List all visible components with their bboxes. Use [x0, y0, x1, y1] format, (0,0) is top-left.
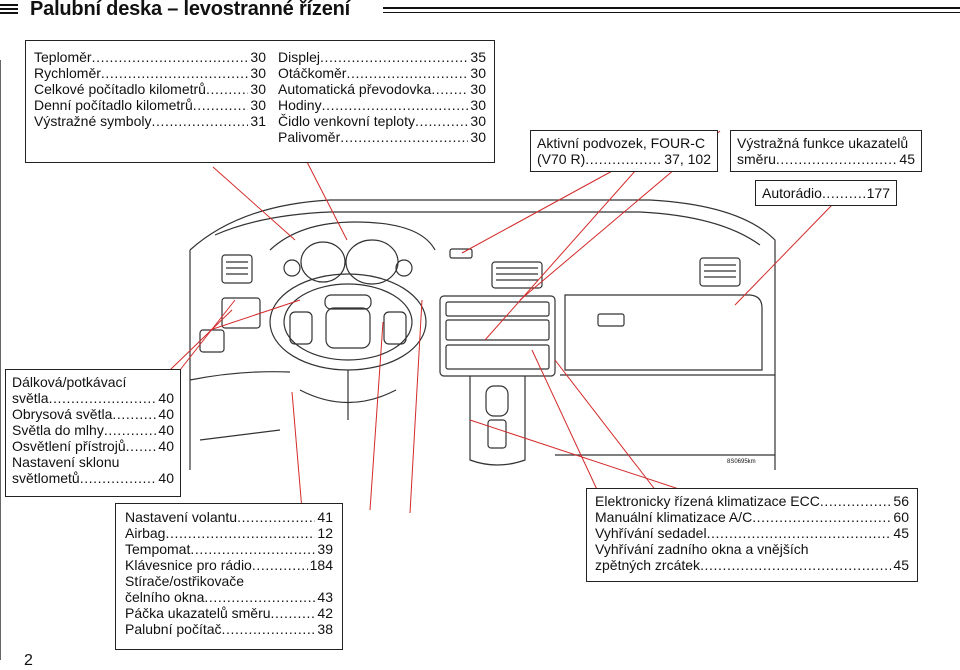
- image-code: 8S0695km: [727, 459, 756, 465]
- gauges-list-right: Displej35 Otáčkoměr30 Automatická převod…: [278, 49, 486, 145]
- list-item: Hodiny30: [278, 97, 486, 113]
- list-item: Automatická převodovka30: [278, 81, 486, 97]
- page-title: Palubní deska – levostranné řízení: [30, 0, 350, 20]
- list-item: čelního okna43: [125, 589, 333, 605]
- list-item: Vyhřívání sedadel45: [595, 525, 909, 541]
- list-item: Osvětlení přístrojů40: [12, 438, 174, 454]
- list-item: Obrysová světla40: [12, 406, 174, 422]
- hazard-box: Výstražná funkce ukazatelů směru45: [730, 130, 922, 172]
- list-item: Světla do mlhy40: [12, 422, 174, 438]
- list-item: směru45: [737, 151, 915, 167]
- chassis-box: Aktivní podvozek, FOUR-C (V70 R)37, 102: [530, 130, 718, 172]
- list-item: Výstražné symboly31: [34, 113, 266, 129]
- list-item: Dálková/potkávací: [12, 374, 127, 390]
- steering-box: Nastavení volantu41 Airbag12 Tempomat39 …: [115, 503, 343, 650]
- list-item: Páčka ukazatelů směru42: [125, 605, 333, 621]
- margin-line: [0, 60, 1, 660]
- list-item: Celkové počítadlo kilometrů30: [34, 81, 266, 97]
- gauges-box: Teploměr30 Rychloměr30 Celkové počítadlo…: [25, 40, 495, 163]
- header-marker: [0, 0, 18, 20]
- chassis-line1: Aktivní podvozek, FOUR-C: [537, 135, 706, 151]
- list-item: Denní počítadlo kilometrů30: [34, 97, 266, 113]
- list-item: Otáčkoměr30: [278, 65, 486, 81]
- list-item: Čidlo venkovní teploty30: [278, 113, 486, 129]
- list-item: Nastavení sklonu: [12, 454, 120, 470]
- radio-box: Autorádio177: [755, 180, 897, 206]
- list-item: Palivoměr30: [278, 129, 486, 145]
- list-item: Nastavení volantu41: [125, 509, 333, 525]
- list-item: Vyhřívání zadního okna a vnějších: [595, 541, 809, 557]
- header-rule-thin: [383, 12, 960, 13]
- list-item: Autorádio177: [762, 185, 890, 201]
- list-item: zpětných zrcátek45: [595, 557, 909, 573]
- header-rule: [383, 7, 960, 9]
- list-item: Manuální klimatizace A/C60: [595, 509, 909, 525]
- lights-box: Dálková/potkávací světla40 Obrysová svět…: [5, 369, 181, 497]
- list-item: Klávesnice pro rádio184: [125, 557, 333, 573]
- gauges-list-left: Teploměr30 Rychloměr30 Celkové počítadlo…: [34, 49, 266, 129]
- list-item: světlometů40: [12, 470, 174, 486]
- list-item: Stírače/ostřikovače: [125, 573, 245, 589]
- list-item: Displej35: [278, 49, 486, 65]
- list-item: (V70 R)37, 102: [537, 151, 711, 167]
- list-item: světla40: [12, 390, 174, 406]
- climate-box: Elektronicky řízená klimatizace ECC56 Ma…: [586, 488, 918, 582]
- page-number: 2: [24, 652, 33, 669]
- list-item: Airbag12: [125, 525, 333, 541]
- list-item: Palubní počítač38: [125, 621, 333, 637]
- list-item: Elektronicky řízená klimatizace ECC56: [595, 493, 909, 509]
- hazard-line1: Výstražná funkce ukazatelů: [737, 135, 909, 151]
- list-item: Teploměr30: [34, 49, 266, 65]
- list-item: Rychloměr30: [34, 65, 266, 81]
- list-item: Tempomat39: [125, 541, 333, 557]
